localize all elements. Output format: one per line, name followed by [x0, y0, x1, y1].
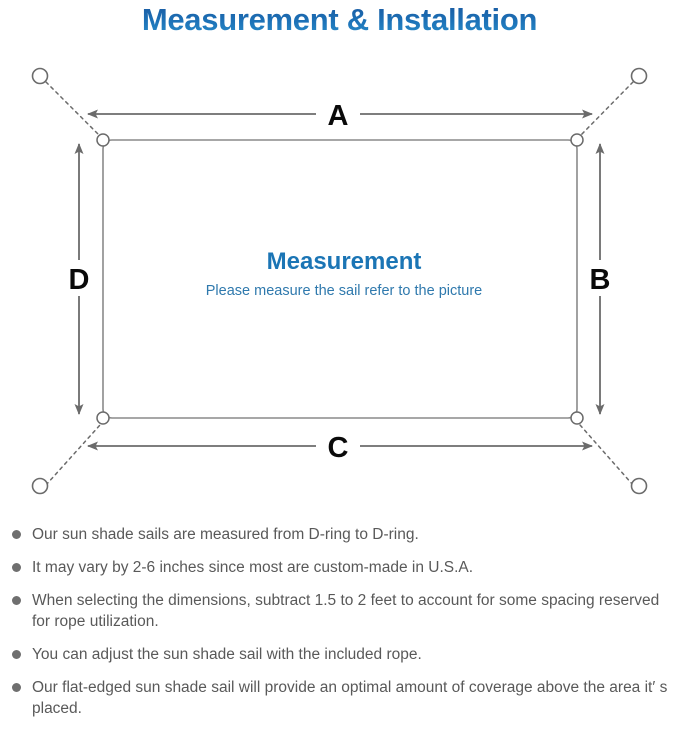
rope-bottom-right	[579, 424, 634, 486]
notes-list: Our sun shade sails are measured from D-…	[0, 524, 679, 731]
sail-body	[102, 139, 578, 419]
d-rings	[96, 133, 584, 425]
anchor-bottom-left	[31, 477, 49, 495]
bullet-icon	[12, 530, 21, 539]
rope-top-left	[45, 81, 101, 137]
note-text: Our sun shade sails are measured from D-…	[32, 526, 419, 543]
bullet-icon	[12, 650, 21, 659]
rope-bottom-left	[45, 424, 101, 486]
note-text: It may vary by 2-6 inches since most are…	[32, 559, 474, 576]
d-ring-bottom-right	[570, 411, 584, 425]
list-item: It may vary by 2-6 inches since most are…	[0, 557, 679, 578]
dimension-label-a: A	[328, 100, 349, 132]
list-item: When selecting the dimensions, subtract …	[0, 590, 679, 632]
measurement-diagram: A C D B Measurement Please measure the s…	[0, 48, 679, 518]
page-title: Measurement & Installation	[0, 0, 679, 40]
note-text: You can adjust the sun shade sail with t…	[32, 646, 422, 663]
bullet-icon	[12, 596, 21, 605]
dimension-label-d: D	[69, 264, 90, 296]
list-item: You can adjust the sun shade sail with t…	[0, 644, 679, 665]
note-text: Our flat-edged sun shade sail will provi…	[32, 679, 668, 717]
d-ring-top-right	[570, 133, 584, 147]
list-item: Our sun shade sails are measured from D-…	[0, 524, 679, 545]
note-text: When selecting the dimensions, subtract …	[32, 592, 660, 630]
d-ring-top-left	[96, 133, 110, 147]
diagram-center-subtitle: Please measure the sail refer to the pic…	[206, 283, 482, 299]
rope-top-right	[579, 81, 634, 137]
anchor-top-right	[630, 67, 648, 85]
dimension-label-c: C	[328, 432, 349, 464]
anchor-top-left	[31, 67, 49, 85]
anchor-bottom-right	[630, 477, 648, 495]
rope-lines	[45, 81, 634, 486]
diagram-center-title: Measurement	[267, 248, 422, 275]
d-ring-bottom-left	[96, 411, 110, 425]
anchor-circles	[31, 67, 648, 495]
dimension-label-b: B	[590, 264, 611, 296]
list-item: Our flat-edged sun shade sail will provi…	[0, 677, 679, 719]
bullet-icon	[12, 683, 21, 692]
bullet-icon	[12, 563, 21, 572]
